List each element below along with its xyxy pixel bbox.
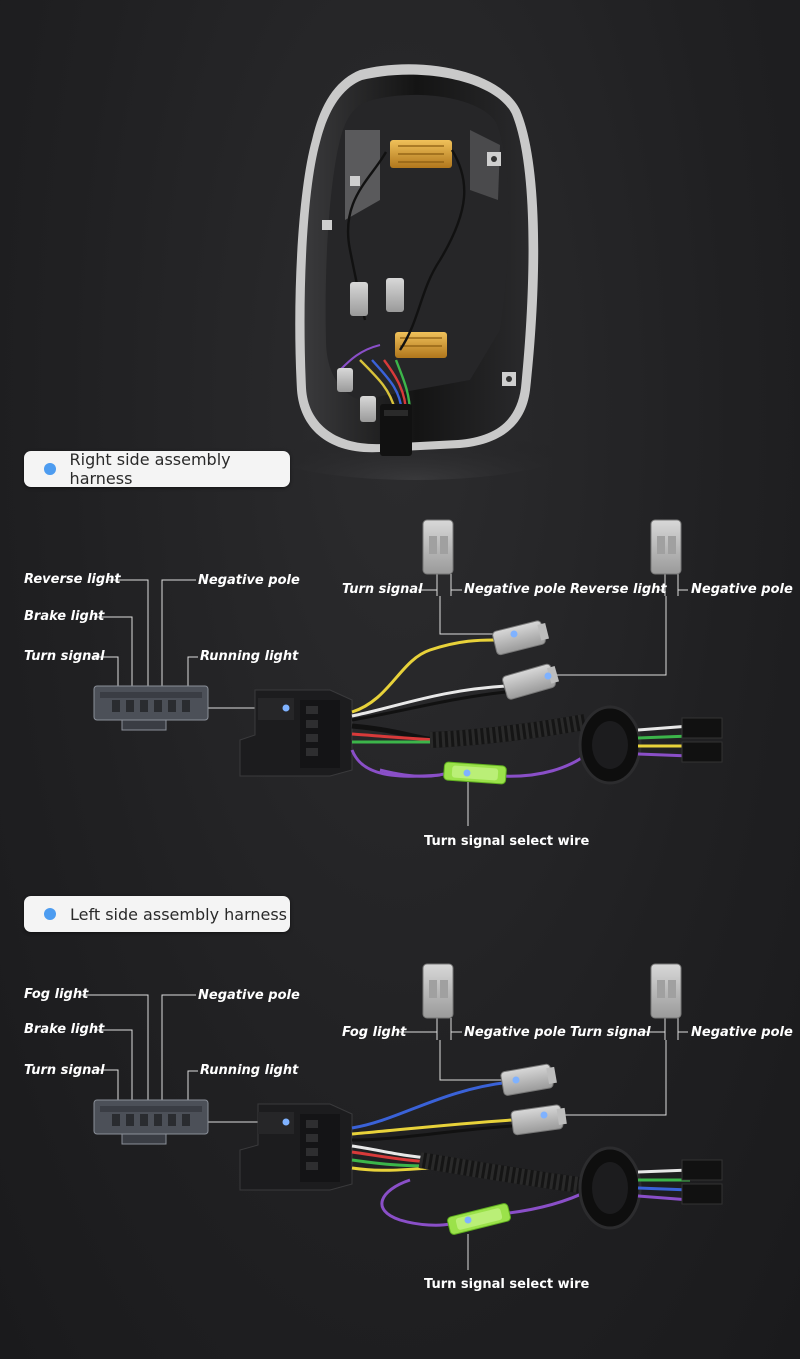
bullet-dot-icon xyxy=(44,463,56,475)
right-harness-callouts xyxy=(94,574,688,826)
bullet-dot-icon xyxy=(44,908,56,920)
left-label-fog-light: Fog light xyxy=(24,987,89,1002)
right-section-title: Right side assembly harness xyxy=(24,450,290,488)
right-harness-artwork xyxy=(93,519,723,785)
left-label-brake-light: Brake light xyxy=(24,1022,105,1037)
right-connector-a-right-label: Negative pole xyxy=(464,582,566,597)
right-label-reverse-light: Reverse light xyxy=(24,572,121,587)
right-label-turn-signal: Turn signal xyxy=(24,649,105,664)
tail-light-housing xyxy=(245,64,585,480)
right-connector-b-left-label: Reverse light xyxy=(570,582,667,597)
right-label-brake-light: Brake light xyxy=(24,609,105,624)
left-connector-b-left-label: Turn signal xyxy=(570,1025,651,1040)
right-label-negative-pole: Negative pole xyxy=(198,573,300,588)
left-connector-b-right-label: Negative pole xyxy=(691,1025,793,1040)
left-label-negative-pole: Negative pole xyxy=(198,988,300,1003)
right-connector-b-right-label: Negative pole xyxy=(691,582,793,597)
left-connector-a-left-label: Fog light xyxy=(342,1025,407,1040)
left-section-title: Left side assembly harness xyxy=(24,896,290,932)
left-harness-artwork xyxy=(93,963,723,1235)
right-section-title-text: Right side assembly harness xyxy=(69,450,231,488)
left-section-title-text: Left side assembly harness xyxy=(70,904,288,924)
right-select-wire-label: Turn signal select wire xyxy=(424,834,590,849)
left-label-turn-signal: Turn signal xyxy=(24,1063,105,1078)
left-select-wire-label: Turn signal select wire xyxy=(424,1277,590,1292)
left-connector-a-right-label: Negative pole xyxy=(464,1025,566,1040)
left-label-running-light: Running light xyxy=(200,1063,299,1078)
right-connector-a-left-label: Turn signal xyxy=(342,582,423,597)
right-label-running-light: Running light xyxy=(200,649,299,664)
